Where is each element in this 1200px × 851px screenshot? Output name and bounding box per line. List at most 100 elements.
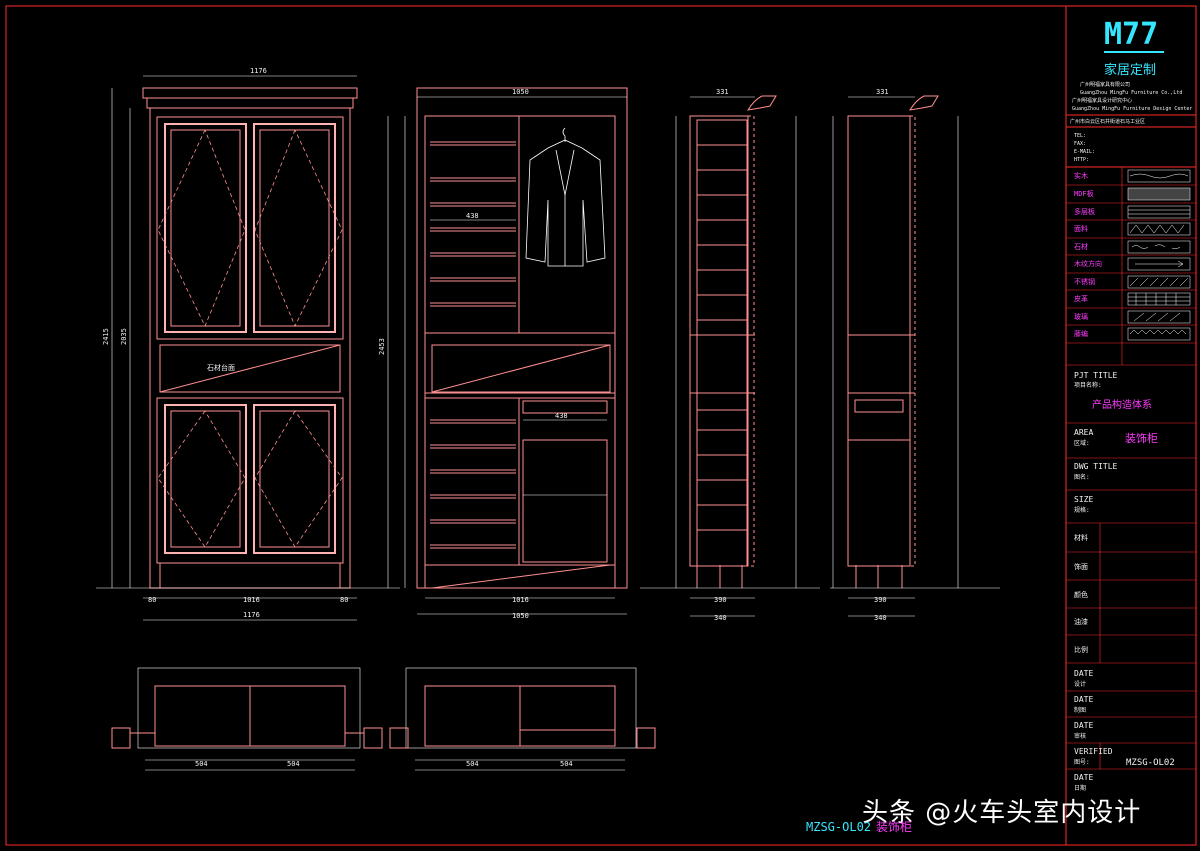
stone-top-label: 石材台面 [207,363,235,372]
date-0-en: DATE [1074,669,1093,678]
dwg-title-cn: 图名: [1074,473,1090,481]
front-inner-height-label: 2035 [120,328,128,345]
last-date-en: DATE [1074,773,1093,782]
contact-http: HTTP: [1074,157,1089,163]
plywood-swatch [1127,205,1191,219]
side-dimensions-a [675,96,797,617]
leather-swatch [1127,292,1191,306]
watermark: 头条 @火车头室内设计 [862,798,1142,828]
side-shelves-a [697,144,748,531]
fabric-swatch [1127,222,1191,236]
material-label-6: 不锈钢 [1074,277,1095,286]
pjt-title-cn: 项目名称: [1074,381,1102,389]
size-cn: 规格: [1074,506,1090,514]
side-section-b [847,95,939,588]
material-swatches [1127,169,1191,341]
front-width-label: 1176 [250,67,267,75]
verified-en: VERIFIED [1074,747,1113,756]
spec-row-1: 饰面 [1074,562,1088,571]
front-side-margin-left: 80 [148,596,156,604]
inner-elevation [416,87,628,589]
date-2-cn: 审核 [1074,732,1086,740]
front-inner-width-label: 1016 [243,596,260,604]
side-base-label-a: 340 [714,614,727,622]
inner-height-label: 2453 [378,338,386,355]
side-depth-label-b: 331 [876,88,889,96]
date-1-cn: 制图 [1074,706,1086,714]
inner-shelves [430,141,516,549]
material-label-1: MDF板 [1074,189,1094,198]
side-base-label-b: 340 [874,614,887,622]
front-elevation [142,87,358,589]
footer-drawing-name: 装饰柜 [876,820,913,834]
side-dimensions-b [640,96,1000,617]
company-line-1: 广州明福家具有限公司 [1080,81,1130,88]
area-value: 装饰柜 [1125,431,1158,445]
size-en: SIZE [1074,495,1093,504]
spec-row-4: 比例 [1074,645,1088,654]
contact-tel: TEL: [1074,133,1086,139]
inner-bottom-width-label: 1016 [512,596,529,604]
plan-right-dim-1: 504 [466,760,479,768]
plan-left-dim-1: 504 [195,760,208,768]
area-cn: 区域: [1074,439,1090,447]
front-height-label: 2415 [102,328,110,345]
inner-width-label: 1050 [512,88,529,96]
drawing-number: MZSG-OL02 [1126,758,1175,768]
plan-view-left [111,667,383,749]
plan-right-dim-2: 504 [560,760,573,768]
inner-overall-bottom-label: 1050 [512,612,529,620]
contact-header: 广州市白云区石井街道石马工业区 [1070,118,1145,125]
contact-fax: FAX: [1074,141,1086,147]
company-logo: M77 [1104,17,1158,52]
side-section-a [689,95,777,588]
footer-drawing-code: MZSG-OL02 [806,820,872,834]
material-label-2: 多层板 [1074,207,1095,216]
side-depth-label-a: 331 [716,88,729,96]
plan-view-right [389,667,656,749]
spec-row-3: 油漆 [1074,617,1088,626]
plan-left-dim-2: 504 [287,760,300,768]
company-line-4: GuangZhou MingFu Furniture Design Center [1072,106,1192,112]
spec-row-0: 材料 [1074,533,1088,542]
spec-row-2: 颜色 [1074,590,1088,599]
company-line-2: GuangZhou MingFu Furniture Co.,Ltd [1080,90,1182,96]
rattan-swatch [1127,327,1191,341]
contact-email: E-MAIL: [1074,149,1095,155]
inner-section-label: 438 [466,212,479,220]
stone-swatch [1127,240,1191,254]
front-overall-bottom-label: 1176 [243,611,260,619]
grain-arrow-swatch [1127,257,1191,271]
date-2-en: DATE [1074,721,1093,730]
coat-hanger-icon [525,127,606,267]
date-1-en: DATE [1074,695,1093,704]
title-block: M77 家居定制 广州明福家具有限公司 GuangZhou MingFu Fur… [1066,17,1196,792]
drawing-frame [5,5,1197,846]
side-inner-label-a: 390 [714,596,727,604]
field-dividers [1066,422,1196,770]
wood-grain-swatch [1127,169,1191,183]
material-label-7: 皮革 [1074,294,1088,303]
front-side-margin-right: 80 [340,596,348,604]
area-en: AREA [1074,428,1093,437]
steel-swatch [1127,275,1191,289]
material-label-9: 藤编 [1074,329,1088,338]
front-door-diamonds [157,129,343,548]
material-label-5: 木纹方向 [1074,259,1102,268]
front-dimensions [96,75,400,621]
verified-cn: 图号: [1074,759,1090,766]
plan-dimensions [145,759,625,771]
inner-drawer-label: 438 [555,412,568,420]
mdf-swatch [1127,187,1191,201]
materials-legend [1066,167,1196,366]
material-label-4: 石材 [1074,242,1088,251]
material-label-8: 玻璃 [1074,312,1088,321]
side-inner-label-b: 390 [874,596,887,604]
pjt-title-value: 产品构造体系 [1092,398,1152,411]
material-label-0: 实木 [1074,171,1088,180]
company-line-3: 广州明福家具设计研究中心 [1072,97,1132,104]
pjt-title-en: PJT TITLE [1074,371,1118,380]
dwg-title-en: DWG TITLE [1074,462,1118,471]
glass-swatch [1127,310,1191,324]
